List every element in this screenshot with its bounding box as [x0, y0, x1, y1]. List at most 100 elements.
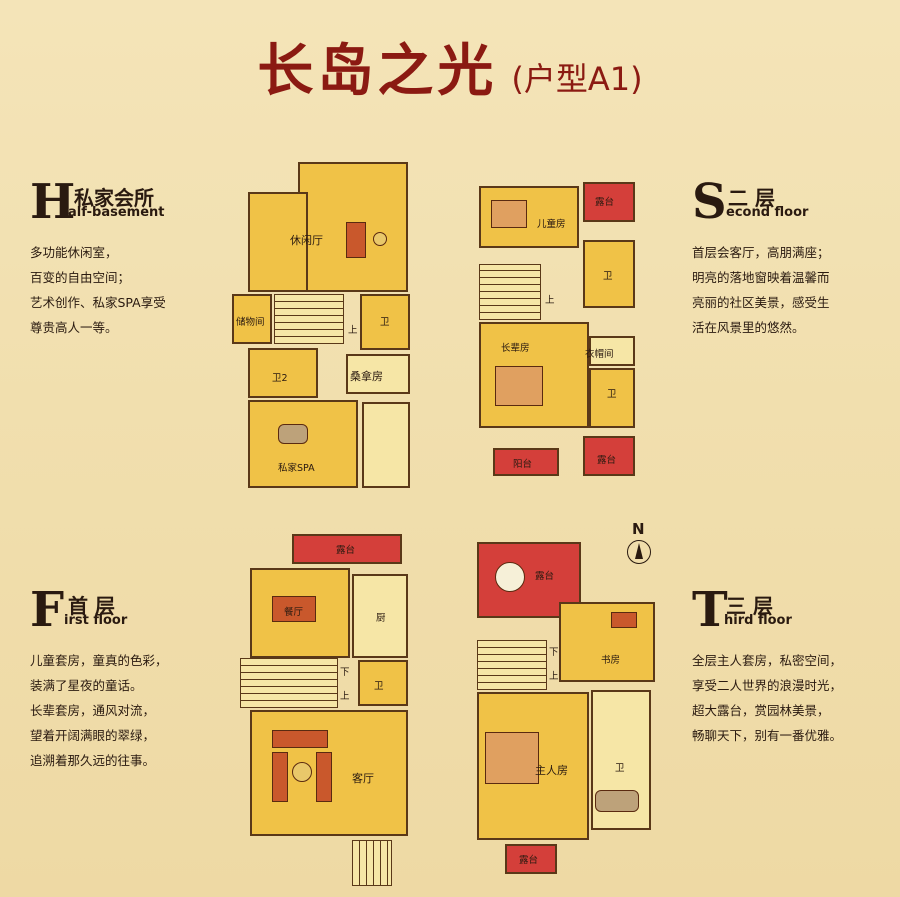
spa-tub [278, 424, 308, 444]
compass-circle [627, 540, 651, 564]
sofa [316, 752, 332, 802]
stairs [477, 640, 547, 690]
bathroom [589, 368, 635, 428]
coffee-table [292, 762, 312, 782]
balcony-label: 阳台 [513, 459, 533, 470]
bathroom-label: 卫 [615, 763, 625, 774]
spa-pool [362, 402, 410, 488]
elder-room-label: 长辈房 [501, 343, 530, 354]
living-room-label: 客厅 [352, 772, 374, 785]
north-compass: N [625, 520, 659, 572]
second-floor-name: 二 层 [728, 186, 775, 210]
down-label: 下 [340, 667, 350, 678]
stairs [274, 294, 344, 344]
patio-table [495, 562, 525, 592]
north-arrow-icon [635, 543, 643, 559]
sofa [272, 730, 328, 748]
bathroom-2-label: 卫2 [272, 373, 288, 384]
desc-line: 活在风景里的悠然。 [692, 320, 805, 335]
dining-room-label: 餐厅 [284, 607, 304, 618]
third-floor-initial: T [692, 582, 728, 638]
bathroom-label: 卫 [603, 271, 613, 282]
desc-line: 追溯着那久远的往事。 [30, 753, 156, 768]
first-floor-initial: F [30, 582, 65, 638]
desc-line: 百变的自由空间； [30, 270, 131, 285]
sauna-room-label: 桑拿房 [350, 370, 383, 383]
desc-line: 明亮的落地窗映着温馨而 [692, 270, 830, 285]
half-basement-english: alf-basement [68, 205, 165, 220]
first-floor-description: 儿童套房，童真的色彩， 装满了星夜的童话。 长辈套房，通风对流， 望着开阔满眼的… [30, 648, 168, 773]
desk [611, 612, 637, 628]
down-label: 下 [549, 647, 559, 658]
sofa [272, 752, 288, 802]
terrace-label: 露台 [597, 455, 617, 466]
third-floor-section: T 三 层 hird floor 全层主人套房，私密空间， 享受二人世界的浪漫时… [692, 584, 843, 748]
stairs [479, 264, 541, 320]
storage-room-label: 储物间 [236, 317, 265, 328]
second-floor-section: S 二 层 econd floor 首层会客厅，高朋满座； 明亮的落地窗映着温馨… [692, 176, 830, 340]
sauna-room [346, 354, 410, 394]
bathroom-label: 卫 [374, 681, 384, 692]
kids-room-label: 儿童房 [537, 219, 566, 230]
master-room-label: 主人房 [535, 764, 568, 777]
compass-north-label: N [632, 520, 645, 538]
wardrobe-label: 衣帽间 [585, 349, 614, 360]
terrace-label: 露台 [519, 855, 539, 866]
desc-line: 畅聊天下，别有一番优雅。 [692, 728, 843, 743]
terrace [583, 182, 635, 222]
up-label: 上 [549, 671, 559, 682]
first-floor-section: F 首 层 irst floor 儿童套房，童真的色彩， 装满了星夜的童话。 长… [30, 584, 168, 773]
second-floor-plan: 露台 儿童房 卫 上 长辈房 衣帽间 卫 阳台 露台 [455, 180, 655, 480]
storage-room [232, 294, 272, 344]
terrace [292, 534, 402, 564]
kitchen [352, 574, 408, 658]
half-basement-description: 多功能休闲室， 百变的自由空间； 艺术创作、私家SPA享受 尊贵高人一等。 [30, 240, 166, 340]
bathroom-label: 卫 [607, 389, 617, 400]
bathroom-label: 卫 [380, 317, 390, 328]
page-title: 长岛之光(户型A1) [0, 26, 900, 107]
sofa [346, 222, 366, 258]
desc-line: 装满了星夜的童话。 [30, 678, 143, 693]
up-label: 上 [545, 295, 555, 306]
terrace [505, 844, 557, 874]
half-basement-section: H 私家会所 alf-basement 多功能休闲室， 百变的自由空间； 艺术创… [30, 176, 166, 340]
spa-room [248, 400, 358, 488]
desc-line: 超大露台，赏园林美景， [692, 703, 830, 718]
bathtub [595, 790, 639, 812]
third-floor-english: hird floor [724, 613, 792, 628]
desc-line: 多功能休闲室， [30, 245, 118, 260]
balcony [493, 448, 559, 476]
second-floor-english: econd floor [726, 205, 809, 220]
up-label: 上 [348, 325, 358, 336]
up-label: 上 [340, 691, 350, 702]
desc-line: 长辈套房，通风对流， [30, 703, 156, 718]
desc-line: 享受二人世界的浪漫时光， [692, 678, 843, 693]
title-unit-type: (户型A1) [511, 60, 643, 98]
second-floor-initial: S [692, 174, 727, 230]
half-basement-plan: 休闲厅 储物间 上 卫 卫2 桑拿房 私家SPA [228, 162, 428, 492]
leisure-room-label: 休闲厅 [290, 234, 323, 247]
desc-line: 儿童套房，童真的色彩， [30, 653, 168, 668]
first-floor-plan: 露台 餐厅 厨 下 上 卫 客厅 [228, 530, 428, 892]
half-basement-initial: H [30, 174, 76, 230]
entry-steps [352, 840, 392, 886]
second-floor-description: 首层会客厅，高朋满座； 明亮的落地窗映着温馨而 亮丽的社区美景，感受生 活在风景… [692, 240, 830, 340]
study-room [559, 602, 655, 682]
bathroom-2 [248, 348, 318, 398]
bathroom [360, 294, 410, 350]
terrace-label: 露台 [595, 197, 615, 208]
desc-line: 首层会客厅，高朋满座； [692, 245, 830, 260]
terrace [583, 436, 635, 476]
first-floor-name: 首 层 [68, 594, 115, 618]
desc-line: 尊贵高人一等。 [30, 320, 118, 335]
terrace-label: 露台 [535, 571, 555, 582]
study-room-label: 书房 [601, 655, 621, 666]
bed [491, 200, 527, 228]
spa-room-label: 私家SPA [278, 463, 315, 474]
desc-line: 望着开阔满眼的翠绿， [30, 728, 156, 743]
wardrobe [589, 336, 635, 366]
third-floor-plan: 露台 下 上 书房 主人房 卫 露台 [455, 540, 655, 880]
terrace-label: 露台 [336, 545, 356, 556]
desc-line: 全层主人套房，私密空间， [692, 653, 843, 668]
